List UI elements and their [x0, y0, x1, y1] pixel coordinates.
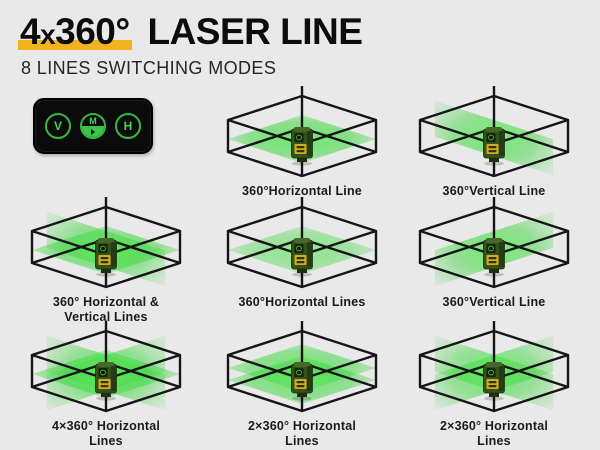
diagram-label: 360°Horizontal Lines — [238, 295, 366, 309]
laser-box-illustration — [210, 321, 394, 415]
v-button-label: V — [53, 119, 62, 133]
diagram-label: 2×360° Horizontal Lines — [439, 419, 549, 448]
laser-box-illustration — [402, 197, 586, 291]
diagram-360-vertical-line: 360°Vertical Line — [402, 86, 586, 199]
diagram-label: 360°Vertical Line — [442, 295, 546, 309]
title-number-4: 4 — [20, 11, 41, 52]
diagram-label: 360°Horizontal Line — [242, 184, 362, 198]
diagram-label: 4×360° Horizontal Lines — [51, 419, 161, 448]
diagram-360-horizontal-line: 360°Horizontal Line — [210, 86, 394, 199]
diagram-2x360-horizontal-lines: 2×360° Horizontal Lines — [210, 321, 394, 449]
title-rest: LASER LINE — [147, 11, 363, 52]
diagram-label: 360°Vertical Line — [442, 184, 546, 198]
laser-box-illustration — [402, 321, 586, 415]
m-button: M — [80, 113, 106, 139]
laser-glyph — [91, 129, 95, 135]
diagram-label: 2×360° Horizontal Lines — [247, 419, 357, 448]
diagram-360-vertical-line-2: 360°Vertical Line — [402, 197, 586, 310]
diagram-2x360-horizontal-lines-2: 2×360° Horizontal Lines — [402, 321, 586, 449]
diagram-4x360-horizontal-lines: 4×360° Horizontal Lines — [14, 321, 198, 449]
m-button-label: M — [89, 115, 97, 126]
laser-box-illustration — [210, 197, 394, 291]
laser-box-illustration — [210, 86, 394, 180]
control-panel: V M H — [33, 98, 153, 154]
diagram-360-horizontal-lines: 360°Horizontal Lines — [210, 197, 394, 310]
title-number-360: 360° — [55, 11, 130, 52]
h-button: H — [115, 113, 141, 139]
laser-box-illustration — [14, 197, 198, 291]
page-subtitle: 8 LINES SWITCHING MODES — [21, 58, 277, 78]
page-title: 4x360° LASER LINE — [18, 11, 363, 53]
title-multiply-x: x — [40, 19, 56, 50]
diagram-360-horizontal-and-vertical: 360° Horizontal & Vertical Lines — [14, 197, 198, 325]
v-button: V — [45, 113, 71, 139]
title-highlight-group: 4x360° — [18, 11, 132, 53]
yellow-highlight-bar — [18, 39, 132, 50]
laser-box-illustration — [402, 86, 586, 180]
laser-mode-icon — [82, 126, 104, 137]
diagram-label: 360° Horizontal & Vertical Lines — [52, 295, 160, 324]
laser-box-illustration — [14, 321, 198, 415]
h-button-label: H — [123, 119, 133, 133]
